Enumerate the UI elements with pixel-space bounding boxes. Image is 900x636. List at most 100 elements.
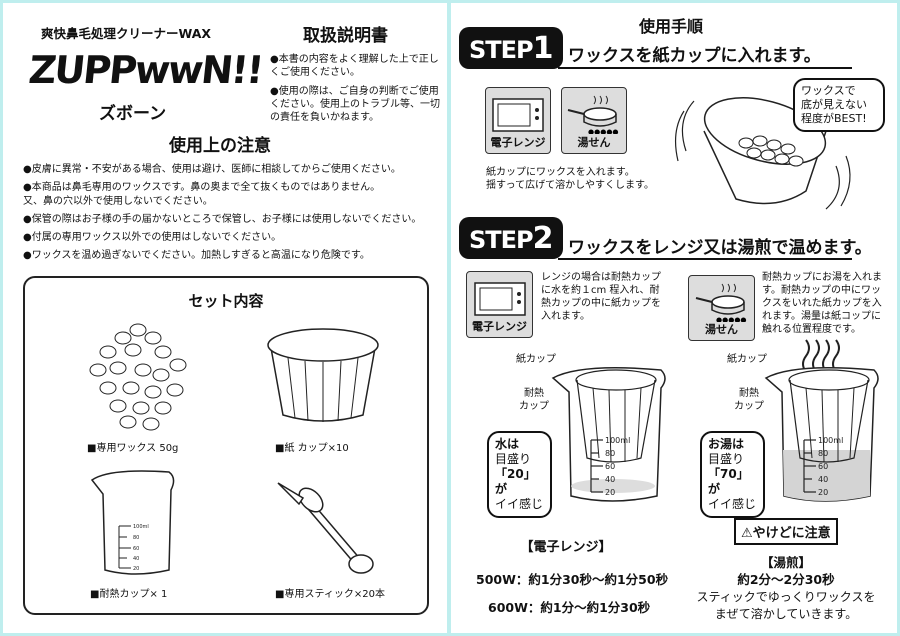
hot-water-level-bubble: お湯は 目盛り 「70」が イイ感じ (700, 431, 765, 518)
label-paper-cup: 紙カップ (727, 354, 767, 365)
step1-text-1: 紙カップにワックスを入れます。 (486, 167, 635, 178)
step1-text-2: 揺すって広げて溶かしやすくします。 (486, 180, 654, 191)
caution-item: ●ワックスを温め過ぎないでください。加熱しすぎると高温になり危険です。 (23, 250, 370, 261)
heat-resistant-cup-illustration: 100ml 80 60 40 20 (90, 470, 175, 575)
scale-label: 20 (133, 566, 139, 572)
set-title: セット内容 (188, 292, 264, 310)
caution-item: ●皮膚に異常・不安がある場合、使用は避け、医師に相談してからご使用ください。 (23, 164, 401, 175)
bubble-line: イイ感じ (708, 497, 757, 511)
right-page: 使用手順 STEP1 ワックスを紙カップに入れます。 電子レンジ ●●●●● 湯… (451, 3, 897, 633)
step2-badge: STEP2 (459, 217, 563, 259)
scale-label: 80 (133, 535, 139, 541)
caution-item: ●保管の際はお子様の手の届かないところで保管し、お子様には使用しないでください。 (23, 214, 422, 225)
divider (558, 67, 852, 69)
label-line: 耐熱 (524, 388, 544, 399)
step2-bath-text: 耐熱カップにお湯を入れます。耐熱カップの中にワックスをいれた紙カップを入れます。… (762, 272, 882, 335)
svg-text:●●●●●: ●●●●● (716, 316, 747, 322)
microwave-time-600w: 600W：約1分〜約1分30秒 (488, 600, 651, 615)
scale-label: 40 (818, 475, 828, 484)
label-line: カップ (519, 401, 549, 412)
bath-note: スティックでゆっくりワックスをまぜて溶かしていきます。 (676, 589, 896, 623)
scale-label: 100ml (133, 524, 149, 530)
divider (558, 258, 852, 260)
bubble-line: 水は (495, 437, 520, 451)
label-heat-cup: 耐熱カップ (519, 387, 549, 413)
scale-label: 20 (605, 488, 615, 497)
microwave-time-500w: 500W：約1分30秒〜約1分50秒 (476, 572, 669, 587)
note-line: まぜて溶かしていきます。 (714, 607, 858, 621)
scale-label: 80 (818, 449, 828, 458)
cautions-title: 使用上の注意 (169, 136, 271, 156)
scale-label: 100ml (818, 436, 843, 445)
bubble-line: ワックスで (801, 84, 856, 97)
intro-2: ●使用の際は、ご自身の判断でご使用ください。使用上のトラブル等、一切の責任を負い… (270, 86, 440, 123)
set-item-heat-cup: ■耐熱カップ× 1 (90, 589, 168, 600)
bubble-line: 程度がBEST! (801, 112, 867, 125)
step1-speech-bubble: ワックスで 底が見えない 程度がBEST! (793, 78, 885, 132)
bubble-line: イイ感じ (495, 497, 544, 511)
burn-warning: ⚠やけどに注意 (734, 518, 838, 545)
step-number: 1 (532, 31, 554, 66)
label-paper-cup: 紙カップ (516, 354, 556, 365)
scale-label: 40 (133, 556, 139, 562)
step1-badge: STEP1 (459, 27, 563, 69)
bubble-line: 「20」が (495, 467, 536, 496)
bath-time: 約2分〜2分30秒 (737, 572, 835, 587)
step-label: STEP (469, 226, 534, 254)
intro-1: ●本書の内容をよく理解した上で正しくご使用ください。 (270, 54, 439, 78)
bath-heading: 【湯煎】 (760, 555, 811, 570)
step2-title: ワックスをレンジ又は湯煎で温めます。 (568, 238, 872, 258)
step1-title: ワックスを紙カップに入れます。 (568, 46, 821, 66)
set-contents-box: セット内容 ■専用ワックス 50g ■紙 カップ×10 100 (23, 276, 429, 615)
wax-beads-illustration (89, 323, 187, 431)
warning-text: やけどに注意 (752, 526, 831, 541)
paper-cup-illustration (267, 328, 379, 422)
scale-label: 60 (605, 462, 615, 471)
scale-label: 20 (818, 488, 828, 497)
scale-label: 80 (605, 449, 615, 458)
svg-text:●●●●●: ●●●●● (588, 128, 619, 134)
label-heat-cup: 耐熱カップ (734, 387, 764, 413)
left-page: 爽快鼻毛処理クリーナーWAX ZUPPwwN!! ズボーン 取扱説明書 ●本書の… (3, 3, 447, 633)
caution-item: ●本商品は鼻毛専用のワックスです。鼻の奥まで全て抜くものではありません。 (23, 182, 381, 193)
scale-label: 60 (133, 546, 139, 552)
set-item-paper-cup: ■紙 カップ×10 (275, 443, 349, 454)
label-line: 耐熱 (739, 388, 759, 399)
logo: ZUPPwwN!! (26, 48, 265, 92)
microwave-heading: 【電子レンジ】 (520, 540, 612, 555)
note-line: スティックでゆっくりワックスを (696, 590, 876, 604)
scale-label: 60 (818, 462, 828, 471)
bubble-line: 目盛り (495, 452, 532, 466)
icon-label: 湯せん (705, 323, 738, 336)
microwave-icon: 電子レンジ (466, 271, 533, 338)
bubble-line: 「70」が (708, 467, 749, 496)
set-item-wax: ■専用ワックス 50g (87, 443, 179, 454)
stick-illustration (277, 482, 374, 574)
bubble-line: 目盛り (708, 452, 745, 466)
bubble-line: お湯は (708, 437, 745, 451)
product-subtitle: 爽快鼻毛処理クリーナーWAX (41, 26, 212, 41)
hot-water-bath-icon: ●●●●● 湯せん (688, 275, 755, 341)
icon-label: 電子レンジ (490, 136, 546, 149)
bath-beaker-illustration: 100ml 80 60 40 20 (764, 367, 879, 502)
manual-title: 取扱説明書 (303, 26, 388, 46)
water-level-bubble: 水は 目盛り 「20」が イイ感じ (487, 431, 552, 518)
step-label: STEP (469, 36, 534, 64)
bubble-line: 底が見えない (801, 98, 867, 111)
microwave-beaker-illustration: 100ml 80 60 40 20 (551, 367, 666, 502)
hot-water-bath-icon: ●●●●● 湯せん (561, 87, 627, 154)
label-line: カップ (734, 401, 764, 412)
usage-title: 使用手順 (638, 17, 703, 36)
icon-label: 湯せん (577, 136, 611, 149)
microwave-icon: 電子レンジ (485, 87, 551, 154)
scale-label: 40 (605, 475, 615, 484)
caution-item: ●付属の専用ワックス以外での使用はしないでください。 (23, 232, 282, 243)
warning-icon: ⚠ (741, 526, 753, 541)
scale-label: 100ml (605, 436, 630, 445)
set-item-stick: ■専用スティック×20本 (275, 589, 385, 600)
cautions-list: ●皮膚に異常・不安がある場合、使用は避け、医師に相談してからご使用ください。 ●… (23, 163, 421, 267)
caution-item: 又、鼻の穴以外で使用しないでください。 (23, 196, 213, 207)
step2-microwave-text: レンジの場合は耐熱カップに水を約１cm 程入れ、耐熱カップの中に紙カップを入れま… (541, 272, 661, 322)
logo-kana: ズボーン (99, 104, 167, 124)
step-number: 2 (532, 221, 554, 256)
